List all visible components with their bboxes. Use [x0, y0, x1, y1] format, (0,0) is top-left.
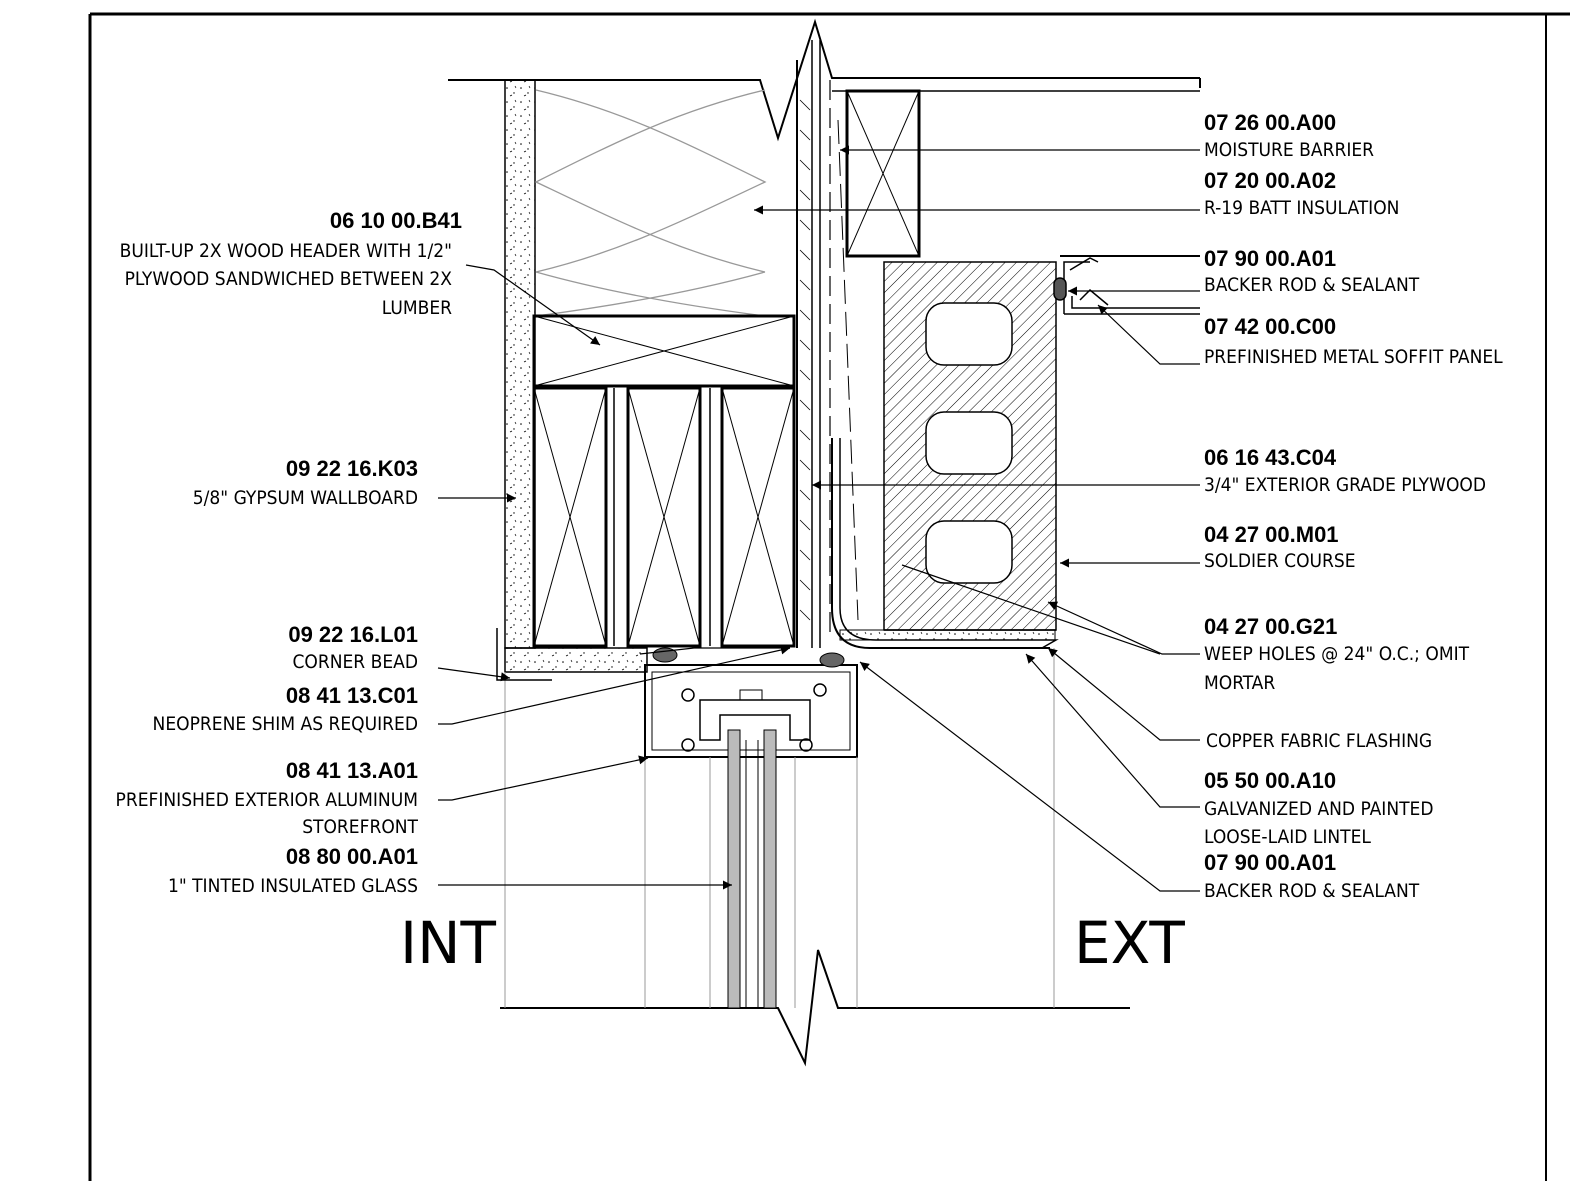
metal-soffit-panel — [1053, 255, 1200, 315]
label-code: 08 41 13.C01 — [286, 683, 418, 708]
label-line: 1" TINTED INSULATED GLASS — [168, 875, 418, 897]
label-line: NEOPRENE SHIM AS REQUIRED — [153, 713, 418, 735]
gypsum-wallboard — [504, 79, 648, 673]
label-code: 08 41 13.A01 — [286, 758, 418, 783]
label-code: 07 90 00.A01 — [1204, 850, 1336, 875]
leaders-left — [437, 264, 791, 890]
label-line: 5/8" GYPSUM WALLBOARD — [193, 487, 418, 509]
label-code: 09 22 16.L01 — [288, 622, 418, 647]
label-line: BACKER ROD & SEALANT — [1204, 274, 1420, 296]
label-code: 07 42 00.C00 — [1204, 314, 1336, 339]
label-line: SOLDIER COURSE — [1204, 550, 1356, 572]
label-line: 3/4" EXTERIOR GRADE PLYWOOD — [1204, 474, 1486, 496]
label-line: LUMBER — [382, 297, 452, 319]
plywood-sheathing — [796, 40, 859, 648]
labels-left: 06 10 00.B41 BUILT-UP 2X WOOD HEADER WIT… — [116, 208, 462, 897]
label-line: PLYWOOD SANDWICHED BETWEEN 2X — [125, 268, 453, 290]
label-code: 04 27 00.M01 — [1204, 522, 1339, 547]
interior-label: INT — [400, 909, 496, 977]
label-code: 06 16 43.C04 — [1204, 445, 1337, 470]
storefront-frame — [639, 647, 858, 758]
label-code: 04 27 00.G21 — [1204, 614, 1337, 639]
batt-insulation — [534, 89, 767, 317]
break-lines — [448, 18, 1201, 1067]
label-line: CORNER BEAD — [292, 651, 418, 673]
label-line: WEEP HOLES @ 24" O.C.; OMIT — [1204, 643, 1470, 665]
label-code: 07 26 00.A00 — [1204, 110, 1336, 135]
label-line: COPPER FABRIC FLASHING — [1206, 730, 1432, 752]
label-code: 05 50 00.A10 — [1204, 768, 1336, 793]
labels-right: 07 26 00.A00 MOISTURE BARRIER 07 20 00.A… — [1204, 110, 1503, 902]
label-line: R-19 BATT INSULATION — [1204, 197, 1399, 219]
corner-bead — [496, 628, 552, 681]
label-line: PREFINISHED EXTERIOR ALUMINUM — [116, 789, 418, 811]
label-code: 06 10 00.B41 — [330, 208, 462, 233]
soldier-course — [883, 261, 1057, 631]
label-code: 09 22 16.K03 — [286, 456, 418, 481]
label-line: MORTAR — [1204, 672, 1275, 694]
label-line: BACKER ROD & SEALANT — [1204, 880, 1420, 902]
exterior-label: EXT — [1074, 909, 1185, 977]
label-line: STOREFRONT — [302, 816, 418, 838]
soffit-blocking — [832, 89, 1200, 258]
insulated-glass — [727, 729, 777, 1009]
wood-header — [532, 314, 796, 648]
leaders-right — [754, 145, 1200, 892]
label-line: GALVANIZED AND PAINTED — [1204, 798, 1434, 820]
label-line: LOOSE-LAID LINTEL — [1204, 826, 1371, 848]
label-code: 08 80 00.A01 — [286, 844, 418, 869]
label-line: BUILT-UP 2X WOOD HEADER WITH 1/2" — [120, 240, 452, 262]
sheet-border — [88, 12, 1570, 1181]
flashing-lintel — [831, 438, 1059, 649]
label-line: PREFINISHED METAL SOFFIT PANEL — [1204, 346, 1503, 368]
label-code: 07 20 00.A02 — [1204, 168, 1336, 193]
reference-lines — [504, 648, 1055, 1008]
label-code: 07 90 00.A01 — [1204, 246, 1336, 271]
label-line: MOISTURE BARRIER — [1204, 139, 1374, 161]
